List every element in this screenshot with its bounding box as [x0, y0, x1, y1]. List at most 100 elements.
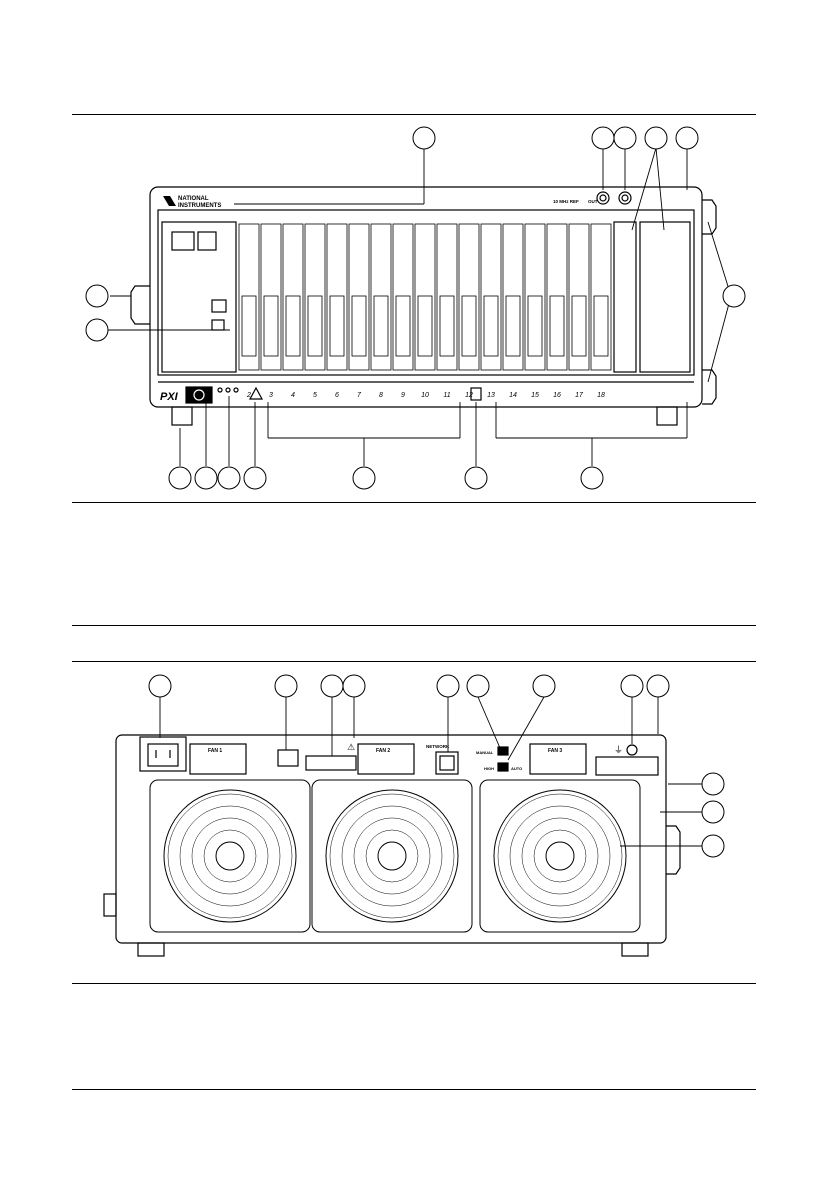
status-led-1 — [218, 388, 222, 392]
callout-circle — [614, 127, 636, 149]
fan-housing — [312, 780, 472, 932]
fan-grill-ring — [498, 794, 622, 918]
slot-number-label: 5 — [313, 392, 317, 399]
fan-grill-ring — [204, 830, 256, 882]
mode-auto-label: AUTO — [511, 766, 522, 771]
logo-line-2: INSTRUMENTS — [178, 203, 221, 209]
module-latch — [550, 296, 564, 356]
ground-terminal — [627, 745, 637, 755]
callout-circle — [676, 127, 698, 149]
fan-grill-ring — [510, 806, 610, 906]
fan2-label: FAN 2 — [376, 748, 390, 754]
callout-circle — [702, 801, 724, 823]
warning-triangle — [250, 388, 262, 399]
module-latch — [462, 296, 476, 356]
callout-circle — [353, 467, 375, 489]
module-latch — [396, 296, 410, 356]
slot-number-label: 6 — [335, 392, 339, 399]
slot-number-label: 16 — [553, 392, 561, 399]
callout-circle — [723, 285, 745, 307]
module-latch — [594, 296, 608, 356]
callout-circle — [581, 467, 603, 489]
slot-number-label: 14 — [509, 392, 517, 399]
callout-circle — [343, 675, 365, 697]
callout-circle — [321, 675, 343, 697]
fan-grill-ring — [366, 830, 418, 882]
ref-out-connector — [619, 192, 631, 204]
callout-circle — [437, 675, 459, 697]
fan-grill-ring — [534, 830, 586, 882]
divider-front-bottom — [72, 502, 756, 503]
callout-circle — [86, 319, 108, 341]
module-latch — [484, 296, 498, 356]
module-latch — [572, 296, 586, 356]
slot-number-label: 3 — [269, 392, 273, 399]
usb-port — [278, 750, 298, 766]
callout-circle — [413, 127, 435, 149]
network-label: NETWORK — [426, 744, 450, 749]
fan-grill-ring — [522, 818, 598, 894]
ref-in-label: 10 MHz REF — [553, 199, 579, 204]
ref-in-connector — [597, 192, 609, 204]
filler-panel-1 — [614, 222, 636, 372]
status-led-3 — [234, 388, 238, 392]
chassis-front-view: NATIONAL INSTRUMENTS PXI 10 MHz REF OUT … — [0, 0, 840, 500]
module-latch — [440, 296, 454, 356]
pxi-label: PXI — [160, 391, 179, 403]
rear-chassis-outline — [116, 735, 666, 943]
fan-grill — [494, 790, 626, 922]
divider-mid — [72, 625, 756, 626]
status-led-2 — [226, 388, 230, 392]
ni-logo-icon — [163, 196, 176, 206]
module-latch — [352, 296, 366, 356]
slot-number-label: 7 — [357, 392, 362, 399]
slot-number-label: 9 — [401, 392, 405, 399]
fan-hub — [216, 842, 244, 870]
fan-grill-ring — [342, 806, 442, 906]
divider-bottom — [72, 1089, 756, 1090]
module-latch — [264, 296, 278, 356]
chassis-outline — [150, 187, 702, 407]
fan-grill-ring — [168, 794, 292, 918]
fan-housing — [480, 780, 640, 932]
module-latch — [330, 296, 344, 356]
module-latch — [374, 296, 388, 356]
module-latch — [506, 296, 520, 356]
callout-circle — [702, 773, 724, 795]
left-handle — [131, 286, 150, 324]
module-latch — [528, 296, 542, 356]
filler-panel-2 — [640, 222, 690, 372]
fan-grill-ring — [354, 818, 430, 894]
front-foot-left — [172, 407, 192, 425]
callout-circle — [275, 675, 297, 697]
rear-foot-left — [138, 943, 164, 956]
callout-circle — [621, 675, 643, 697]
warning-icon: ⚠ — [347, 742, 355, 752]
ref-out-label: OUT — [588, 199, 598, 204]
callout-circle — [218, 467, 240, 489]
slot-number-label: 12 — [465, 392, 473, 399]
slot-number-label: 4 — [291, 392, 295, 399]
mode-switch — [498, 747, 508, 755]
module-latch — [418, 296, 432, 356]
slot-number-label: 10 — [421, 392, 429, 399]
slot-number-label: 17 — [575, 392, 584, 399]
rear-handle-right — [666, 826, 680, 874]
slot-number-label: 8 — [379, 392, 383, 399]
callout-circle — [465, 467, 487, 489]
power-button-frame — [186, 387, 212, 403]
fan-grill — [326, 790, 458, 922]
callout-circle — [467, 675, 489, 697]
callout-circle — [592, 127, 614, 149]
fan-grill-ring — [330, 794, 454, 918]
module-latch — [242, 296, 256, 356]
callout-circle — [244, 467, 266, 489]
fan-grill-ring — [192, 818, 268, 894]
module-latch — [308, 296, 322, 356]
chassis-rear-view: FAN 1 FAN 2 FAN 3 NETWORK MANUAL AUTO HI… — [0, 662, 840, 992]
controller-board — [162, 222, 236, 372]
speed-high-label: HIGH — [484, 766, 494, 771]
mode-manual-label: MANUAL — [476, 750, 494, 755]
ethernet-port — [436, 752, 458, 774]
